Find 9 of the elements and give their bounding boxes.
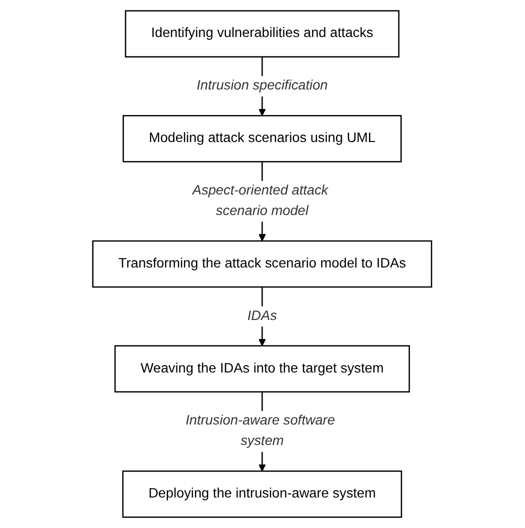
node-box: Modeling attack scenarios using UML (122, 115, 402, 162)
edge-label: Intrusion-aware software system (186, 414, 336, 449)
edge-label: Aspect-oriented attack scenario model (192, 183, 328, 218)
node-box: Weaving the IDAs into the target system (114, 345, 410, 392)
edge-label: Intrusion specification (196, 78, 328, 94)
node-box: Deploying the intrusion-aware system (122, 470, 402, 518)
node-box: Identifying vulnerabilities and attacks (125, 10, 400, 58)
node-box: Transforming the attack scenario model to IDAs (92, 240, 432, 288)
edge-label: IDAs (248, 308, 278, 324)
